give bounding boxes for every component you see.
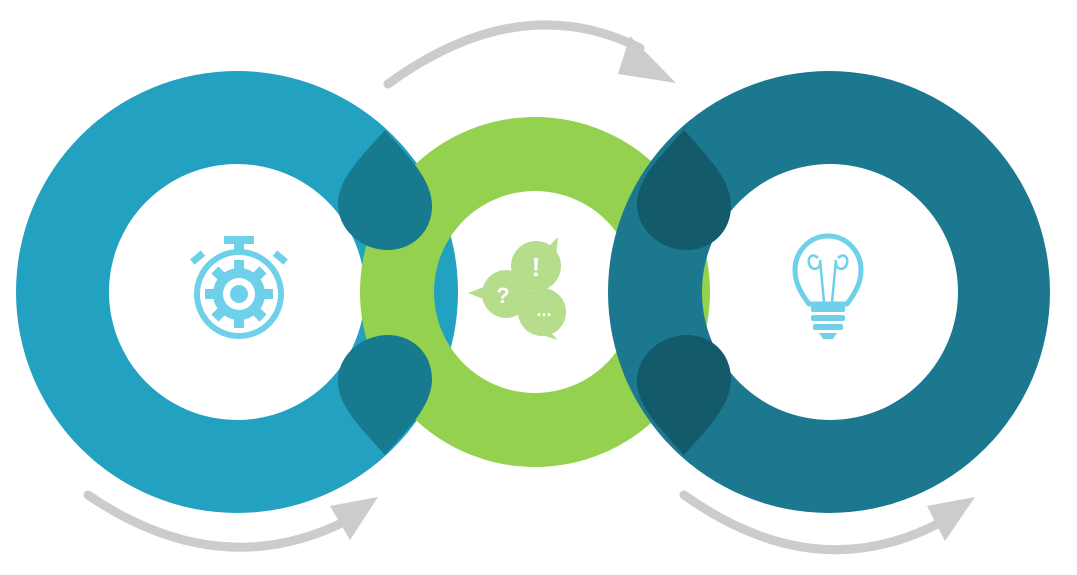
- ring-right: [608, 71, 1050, 513]
- overlaps: [338, 130, 731, 455]
- speech-bubbles-icon: ! ? ...: [468, 237, 566, 340]
- overlap-right-top: [637, 130, 731, 250]
- flow-arrows: [83, 20, 975, 555]
- arrow-bottom-right: [679, 490, 975, 555]
- arrow-top: [383, 20, 676, 89]
- svg-text:!: !: [532, 252, 541, 282]
- bubble-ellipsis: ...: [518, 288, 566, 340]
- light-bulb-icon: [792, 233, 864, 339]
- ring-center: [360, 117, 710, 467]
- svg-text:...: ...: [536, 300, 551, 320]
- overlap-left-bottom: [338, 335, 432, 455]
- overlap-left-top: [338, 130, 432, 250]
- overlap-right-bottom: [637, 335, 731, 455]
- svg-text:?: ?: [496, 283, 509, 308]
- stopwatch-gear-icon: [190, 236, 288, 339]
- bubble-question: ?: [468, 270, 530, 318]
- arrow-bottom-left: [83, 490, 378, 552]
